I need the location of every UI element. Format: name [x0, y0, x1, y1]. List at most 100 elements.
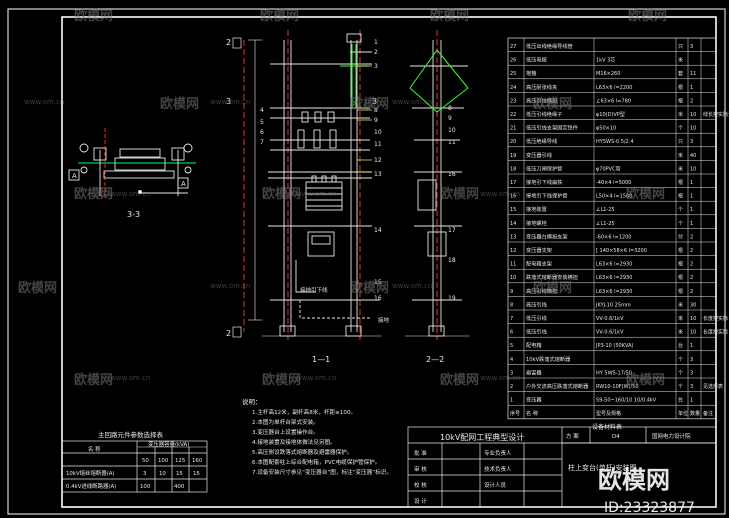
callout-22-11: 11 — [448, 139, 456, 146]
materials-cell-qty: 2 — [690, 275, 693, 281]
materials-cell-name: 低压刀闸保护管 — [526, 164, 562, 172]
role-4: 设 计 — [414, 497, 427, 505]
callout-11-13: 13 — [374, 171, 382, 178]
callout-11-1: 1 — [374, 39, 378, 46]
callout-22-8: 8 — [448, 105, 452, 112]
callout-11-14: 14 — [374, 227, 382, 234]
materials-cell-qty: 3 — [690, 44, 693, 50]
project-title: 10kV配网工程典型设计 — [440, 432, 524, 442]
materials-cell-qty: 2 — [690, 98, 693, 104]
role-right-2: 技术负责人 — [484, 465, 512, 473]
materials-cell-name: 高压引线 — [526, 300, 547, 308]
watermark-brand-16: 欧模网 — [262, 372, 301, 388]
materials-cell-name: 10kV跌落式熔断器 — [526, 355, 571, 363]
materials-cell-qty: 3 — [690, 139, 693, 145]
materials-cell-no: 22 — [510, 112, 516, 118]
materials-cell-name: 接地螺栓 — [526, 219, 548, 227]
materials-cell-spec: ∠63×6 l=780 — [596, 98, 631, 104]
materials-cell-no: 21 — [510, 126, 516, 132]
materials-cell-spec: HY5WS-0.5/2.4 — [596, 139, 634, 145]
materials-cell-unit: 根 — [678, 193, 683, 200]
row1-v1: 3 — [143, 471, 146, 477]
materials-cell-no: 25 — [510, 71, 516, 77]
role-3: 校 核 — [414, 481, 427, 489]
materials-cell-name: 接地装置 — [526, 205, 547, 213]
materials-cell-no: 7 — [510, 316, 513, 322]
watermark-brand-7: 欧模网 — [533, 96, 572, 112]
watermark-brand-14: 欧模网 — [533, 280, 572, 296]
materials-cell-spec: ∠L1-25 — [596, 207, 615, 213]
watermark-brand-15: 欧模网 — [74, 372, 113, 388]
materials-cell-qty: 11 — [690, 71, 696, 77]
materials-cell-qty: 40 — [690, 153, 696, 159]
materials-cell-unit: 套 — [678, 70, 683, 77]
materials-cell-spec: S9-50~160/10 10/0.4kV — [596, 398, 657, 404]
company: 国网电力设计院 — [652, 432, 691, 440]
watermark-big-brand: 欧模网 — [598, 466, 670, 494]
materials-cell-spec: L63×6 l=2930 — [596, 289, 632, 295]
watermark-brand-13: 欧模网 — [350, 280, 389, 296]
notes-line-3: 3.变压器台上设置操作台。 — [252, 428, 319, 436]
materials-cell-no: 14 — [510, 221, 516, 227]
materials-cell-name: 配电箱 — [526, 341, 542, 349]
materials-cell-unit: 根 — [678, 179, 683, 186]
materials-cell-name: 变压器支架 — [526, 246, 552, 254]
materials-cell-note: 线长按实际计 — [703, 111, 729, 118]
view-2-2 — [405, 30, 470, 340]
role-1: 批 准 — [414, 449, 427, 457]
view-2-2-label: 2—2 — [426, 355, 444, 364]
materials-cell-no: 1 — [510, 398, 513, 404]
callout-11-10: 10 — [374, 129, 382, 136]
materials-cell-spec: L50×4 l=1500 — [596, 194, 632, 200]
notes-line-5: 5.高压侧设跌落式熔断器及避雷器保护。 — [252, 448, 352, 456]
notes-line-6: 6.本图配套柱上综合配电箱，PVC电缆保护管保护。 — [252, 458, 380, 466]
materials-cell-spec: VV-0.6/1kV — [596, 330, 624, 336]
materials-cell-name: 低压出线绝缘导线管 — [526, 42, 573, 50]
notes-line-1: 1.主杆高12米，副杆高8米，杆距≥100。 — [252, 408, 356, 416]
callout-leaders-1-1 — [357, 65, 372, 173]
cap-160: 160 — [192, 458, 203, 464]
materials-cell-name: 变压器引线 — [526, 151, 552, 159]
materials-cell-name: 变压器 — [526, 396, 542, 404]
materials-cell-no: 17 — [510, 180, 516, 186]
title-block — [407, 426, 717, 508]
watermark-brand-5: 欧模网 — [160, 96, 199, 112]
materials-cell-no: 3 — [510, 370, 513, 376]
materials-cell-unit: 根 — [678, 97, 683, 104]
materials-cell-no: 26 — [510, 58, 516, 64]
row2-v3: 400 — [174, 484, 185, 490]
watermark-brand-12: 欧模网 — [18, 280, 57, 296]
materials-cell-unit: 米 — [678, 111, 683, 118]
materials-cell-no: 18 — [510, 166, 516, 172]
materials-cell-qty: 30 — [690, 302, 696, 308]
materials-cell-no: 2 — [510, 384, 513, 390]
callout-11-16: 16 — [374, 295, 382, 302]
materials-cell-unit: 米 — [678, 329, 683, 336]
watermark-brand-3: 欧模网 — [430, 8, 469, 24]
materials-cell-no: 27 — [510, 44, 516, 50]
materials-cell-name: 低压引线支架固定铁件 — [526, 124, 578, 132]
materials-cell-spec: L63×6 l=2930 — [596, 275, 632, 281]
callout-11-11: 11 — [374, 141, 382, 148]
materials-cell-unit: 根 — [678, 261, 683, 268]
materials-cell-name: 低压电缆 — [526, 56, 547, 64]
watermark-brand-6: 欧模网 — [350, 96, 389, 112]
watermark-url-5: www.om.cn — [296, 190, 336, 198]
materials-cell-spec: M16×260 — [596, 71, 620, 77]
materials-cell-spec: RW10-10F(W)/50 — [596, 384, 639, 390]
materials-cell-qty: 10 — [690, 112, 696, 118]
materials-cell-unit: 台 — [678, 342, 683, 349]
materials-cell-no: 23 — [510, 98, 516, 104]
watermark-brand-2: 欧模网 — [260, 8, 299, 24]
materials-cell-name: 避雷器 — [526, 368, 542, 376]
role-2: 审 核 — [414, 465, 427, 473]
materials-cell-unit: 个 — [678, 221, 683, 227]
watermark-url-1: www.om.cn — [24, 98, 64, 106]
watermark-url-2: www.om.cn — [210, 98, 250, 106]
watermark-brand-1: 欧模网 — [74, 8, 113, 24]
watermark-id: ID:23323877 — [604, 500, 695, 516]
scheme-value: D4 — [612, 434, 620, 440]
materials-cell-qty: 10 — [690, 316, 696, 322]
materials-cell-unit: 根 — [678, 247, 683, 254]
materials-cell-unit: 根 — [678, 274, 683, 281]
